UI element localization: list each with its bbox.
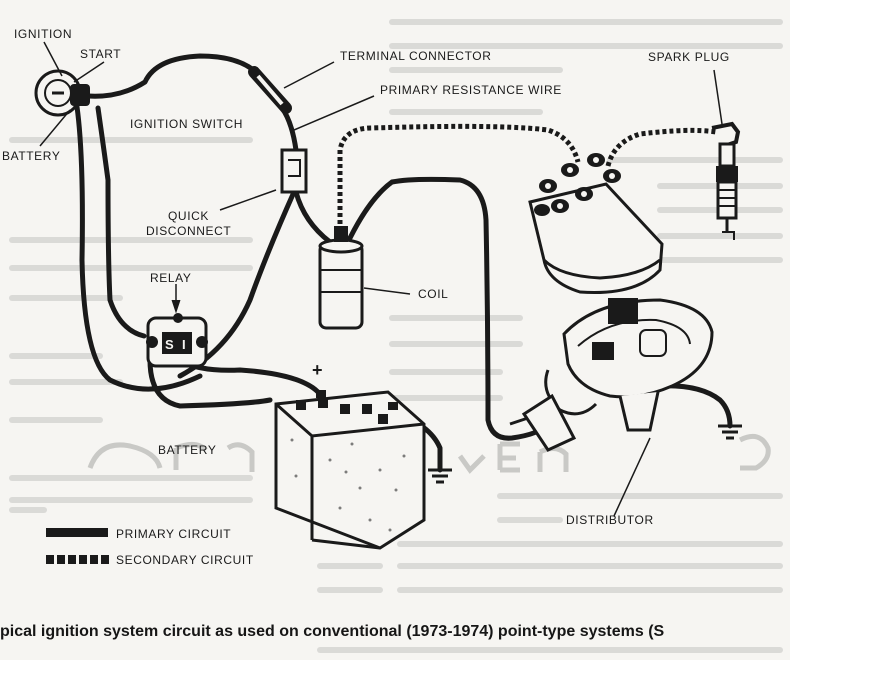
background-heading-bleed: [87, 433, 771, 474]
label-primary-resistance-wire: PRIMARY RESISTANCE WIRE: [380, 83, 562, 97]
legend-label-primary: PRIMARY CIRCUIT: [116, 527, 231, 541]
distributor-cap: [528, 153, 664, 294]
label-ignition-switch: IGNITION SWITCH: [130, 117, 243, 131]
figure-caption: pical ignition system circuit as used on…: [0, 623, 665, 640]
legend-swatch-primary: [46, 528, 108, 537]
ground-symbol-battery: [428, 468, 452, 484]
relay-arrow: [171, 299, 181, 314]
battery-plus-sign: +: [312, 360, 323, 380]
legend: PRIMARY CIRCUIT SECONDARY CIRCUIT: [46, 527, 254, 567]
label-start: START: [80, 47, 121, 61]
scanned-page: IGNITION START BATTERY IGNITION SWITCH T…: [0, 0, 790, 660]
label-spark-plug: SPARK PLUG: [648, 50, 730, 64]
spark-plug: [711, 121, 741, 240]
label-battery: BATTERY: [158, 443, 216, 457]
legend-swatch-secondary: [46, 555, 109, 564]
terminal-connector: [248, 66, 292, 114]
ignition-coil: [318, 226, 364, 330]
label-ignition: IGNITION: [14, 27, 72, 41]
starter-relay: [146, 313, 208, 368]
primary-circuit-wiring: [73, 53, 733, 473]
battery: [274, 390, 426, 550]
label-quick: QUICK: [168, 209, 209, 223]
ground-symbol-distributor: [718, 424, 742, 440]
label-coil: COIL: [418, 287, 448, 301]
relay-terminal-s: S: [165, 337, 174, 352]
ignition-circuit-diagram: IGNITION START BATTERY IGNITION SWITCH T…: [2, 19, 783, 653]
secondary-circuit-wiring: [337, 123, 717, 238]
distributor: [509, 298, 714, 452]
relay-terminal-i: I: [182, 337, 186, 352]
label-relay: RELAY: [150, 271, 191, 285]
label-battery-switch: BATTERY: [2, 149, 60, 163]
background-text-bleed: [9, 19, 783, 653]
label-distributor: DISTRIBUTOR: [566, 513, 654, 527]
label-leaders: [39, 41, 723, 517]
quick-disconnect: [280, 148, 308, 194]
battery-minus-sign: -: [392, 396, 398, 416]
label-terminal-connector: TERMINAL CONNECTOR: [340, 49, 491, 63]
label-disconnect: DISCONNECT: [146, 224, 231, 238]
ignition-switch: [34, 69, 90, 117]
legend-label-secondary: SECONDARY CIRCUIT: [116, 553, 254, 567]
